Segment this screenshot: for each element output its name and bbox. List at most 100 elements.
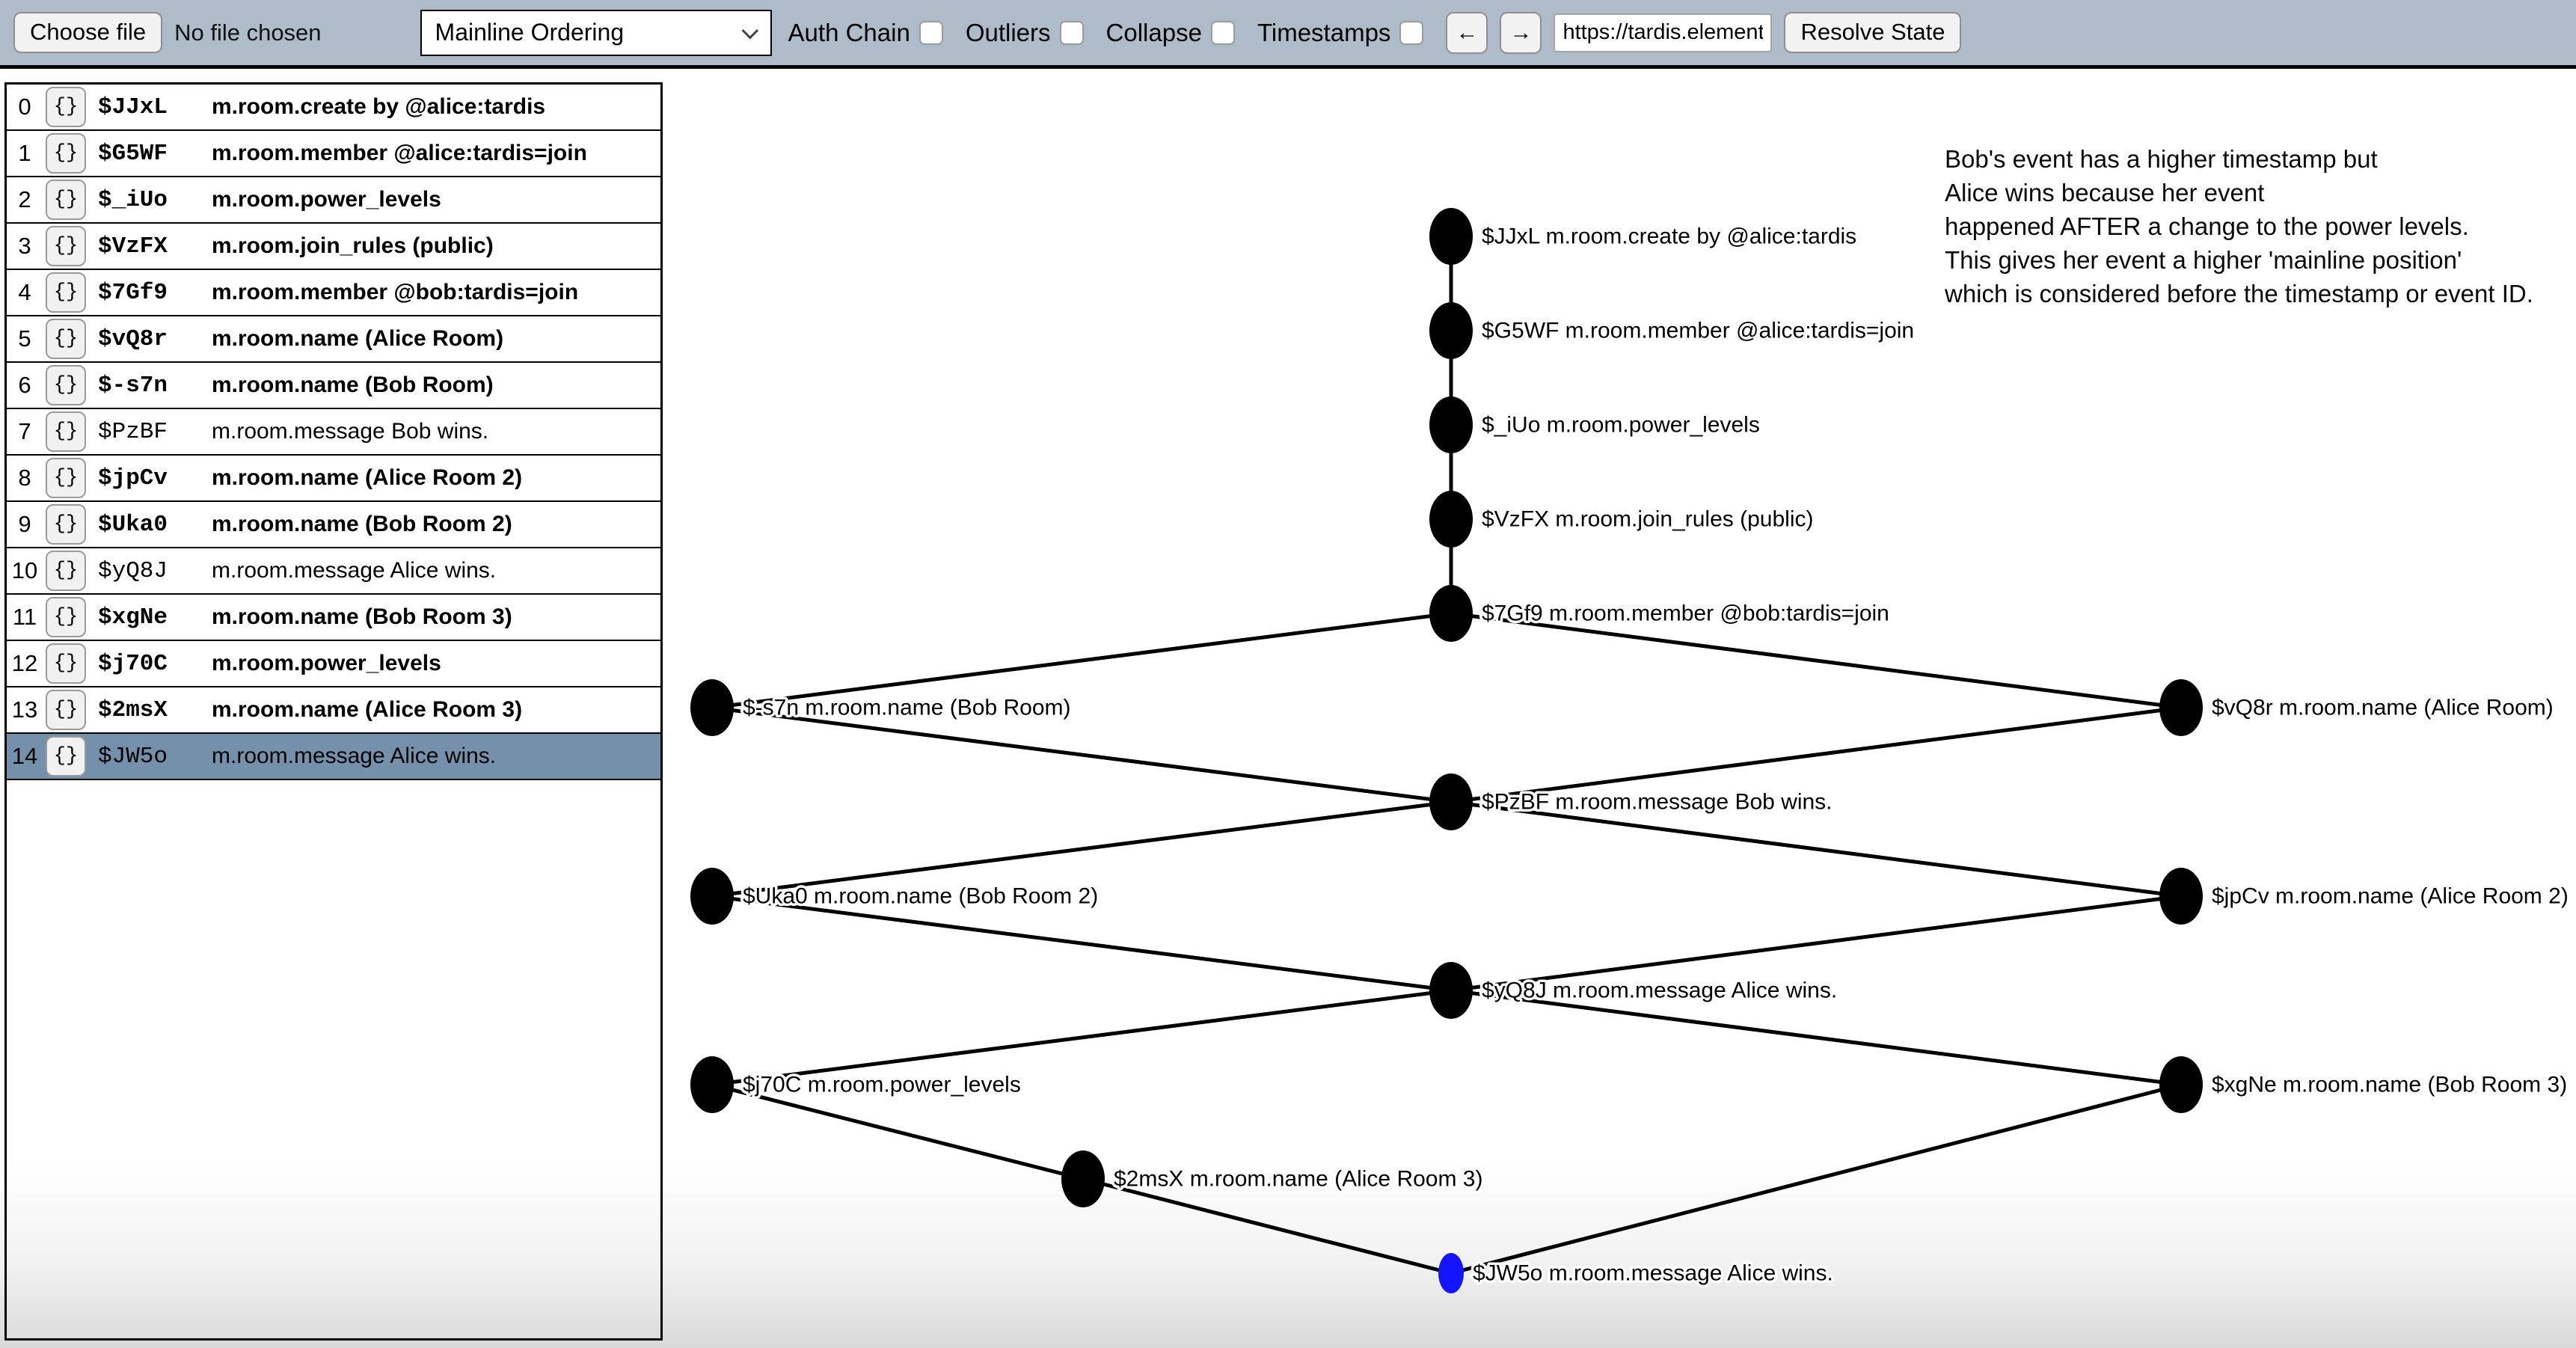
event-description: m.room.create by @alice:tardis — [212, 94, 546, 119]
dag-node[interactable] — [1429, 491, 1473, 548]
event-description: m.room.member @bob:tardis=join — [212, 280, 579, 304]
dag-edge — [711, 800, 1452, 898]
json-toggle-button[interactable]: {} — [46, 272, 86, 313]
event-description: m.room.name (Alice Room) — [212, 326, 504, 351]
event-description: m.room.name (Alice Room 3) — [212, 697, 523, 722]
dag-edge — [711, 705, 1452, 804]
dag-node-label: $JW5o m.room.message Alice wins. — [1473, 1261, 1833, 1286]
event-id: $jpCv — [98, 465, 168, 491]
timestamps-label: Timestamps — [1257, 18, 1391, 46]
dag-node[interactable] — [1429, 585, 1473, 642]
dag-node[interactable] — [1438, 1253, 1464, 1293]
event-id: $7Gf9 — [98, 279, 168, 306]
server-url-input[interactable] — [1554, 13, 1773, 52]
event-list-row[interactable]: 3 {} $VzFX m.room.join_rules (public) — [7, 224, 660, 270]
json-toggle-button[interactable]: {} — [46, 597, 86, 637]
event-id: $j70C — [98, 650, 168, 677]
timestamps-checkbox[interactable] — [1399, 20, 1424, 45]
row-index: 13 — [11, 696, 38, 723]
annotation-line: happened AFTER a change to the power lev… — [1945, 212, 2469, 240]
json-toggle-button[interactable]: {} — [46, 504, 86, 545]
dag-node[interactable] — [1429, 396, 1473, 453]
dag-edge — [1450, 1082, 2182, 1275]
toolbar: Choose file No file chosen Mainline Orde… — [0, 0, 2576, 69]
json-toggle-button[interactable]: {} — [46, 226, 86, 266]
step-back-button[interactable]: ← — [1446, 11, 1488, 54]
event-description: m.room.name (Bob Room) — [212, 373, 494, 397]
dag-node[interactable] — [690, 679, 734, 736]
dag-edge — [1450, 988, 2182, 1087]
dag-node[interactable] — [1429, 962, 1473, 1019]
outliers-checkbox[interactable] — [1059, 20, 1084, 45]
dag-node-label: $jpCv m.room.name (Alice Room 2) — [2212, 884, 2569, 909]
json-toggle-button[interactable]: {} — [46, 411, 86, 452]
row-index: 2 — [18, 186, 31, 212]
event-description: m.room.message Bob wins. — [212, 419, 489, 444]
event-id: $Uka0 — [98, 511, 168, 538]
choose-file-button[interactable]: Choose file — [13, 12, 163, 53]
dag-node[interactable] — [2159, 1056, 2203, 1113]
dag-node[interactable] — [1429, 208, 1473, 265]
row-index: 3 — [18, 233, 31, 259]
dag-edge — [1450, 705, 2182, 804]
auth-chain-checkbox[interactable] — [919, 20, 943, 45]
dag-node[interactable] — [1061, 1151, 1105, 1207]
event-description: m.room.message Alice wins. — [212, 744, 497, 768]
json-toggle-button[interactable]: {} — [46, 365, 86, 405]
json-toggle-button[interactable]: {} — [46, 180, 86, 220]
dag-node[interactable] — [2159, 868, 2203, 925]
dag-node-label: $xgNe m.room.name (Bob Room 3) — [2212, 1073, 2567, 1097]
json-toggle-button[interactable]: {} — [46, 551, 86, 591]
event-description: m.room.join_rules (public) — [212, 233, 494, 258]
row-index: 14 — [11, 743, 38, 769]
json-toggle-button[interactable]: {} — [46, 736, 86, 776]
row-index: 10 — [11, 557, 38, 583]
collapse-checkbox[interactable] — [1210, 20, 1235, 45]
dag-node[interactable] — [1429, 302, 1473, 359]
json-toggle-button[interactable]: {} — [46, 319, 86, 359]
step-forward-button[interactable]: → — [1500, 11, 1542, 54]
dag-edge — [1450, 894, 2182, 993]
event-id: $xgNe — [98, 604, 168, 631]
dag-node-label: $PzBF m.room.message Bob wins. — [1482, 790, 1833, 815]
dag-node[interactable] — [690, 868, 734, 925]
json-toggle-button[interactable]: {} — [46, 690, 86, 730]
dag-node[interactable] — [1429, 773, 1473, 830]
event-description: m.room.power_levels — [212, 651, 441, 675]
dag-node-label: $_iUo m.room.power_levels — [1482, 413, 1760, 438]
resolve-state-button[interactable]: Resolve State — [1784, 12, 1962, 53]
file-status-text: No file chosen — [174, 19, 322, 46]
json-toggle-button[interactable]: {} — [46, 133, 86, 174]
json-toggle-button[interactable]: {} — [46, 87, 86, 127]
dag-node[interactable] — [690, 1056, 734, 1113]
row-index: 7 — [18, 418, 31, 444]
outliers-label: Outliers — [965, 18, 1051, 46]
dag-node[interactable] — [2159, 679, 2203, 736]
dag-node-label: $JJxL m.room.create by @alice:tardis — [1482, 224, 1856, 249]
dag-node-label: $-s7n m.room.name (Bob Room) — [743, 696, 1071, 720]
json-toggle-button[interactable]: {} — [46, 458, 86, 498]
auth-chain-label: Auth Chain — [788, 18, 910, 46]
ordering-select[interactable]: Mainline Ordering — [420, 9, 772, 56]
annotation-text: Bob's event has a higher timestamp but A… — [1945, 142, 2533, 310]
json-toggle-button[interactable]: {} — [46, 643, 86, 684]
row-index: 9 — [18, 511, 31, 537]
event-id: $VzFX — [98, 233, 168, 260]
dag-node-label: $j70C m.room.power_levels — [743, 1073, 1021, 1097]
